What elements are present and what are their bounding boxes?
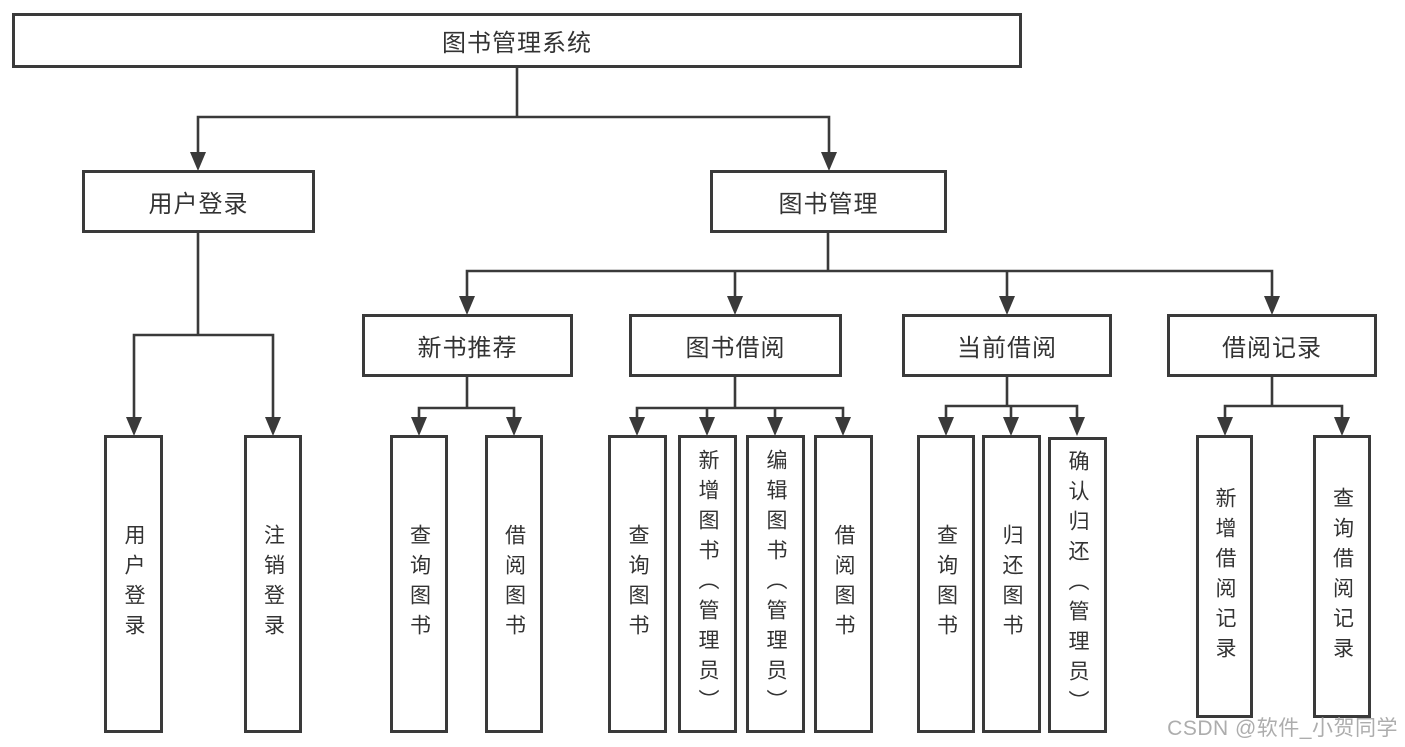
leaf-records-add-record: 新增借阅记录: [1196, 435, 1253, 718]
leaf-logout: 注销登录: [244, 435, 302, 733]
leaf-current-return-books-label: 归还图书: [1000, 524, 1023, 644]
leaf-borrowing-borrow-books: 借阅图书: [814, 435, 873, 733]
leaf-borrowing-query-books: 查询图书: [608, 435, 667, 733]
leaf-current-confirm-return-admin: 确认归还（管理员）: [1048, 437, 1107, 733]
leaf-current-query-books-label: 查询图书: [934, 524, 958, 644]
leaf-current-return-books: 归还图书: [982, 435, 1041, 733]
leaf-user-login: 用户登录: [104, 435, 163, 733]
leaf-borrowing-borrow-books-label: 借阅图书: [832, 524, 855, 644]
node-borrow-records: 借阅记录: [1167, 314, 1377, 377]
leaf-newbooks-query-books: 查询图书: [390, 435, 448, 733]
leaf-records-query-record: 查询借阅记录: [1313, 435, 1371, 718]
leaf-current-query-books: 查询图书: [917, 435, 975, 733]
leaf-borrowing-edit-book-admin-label: 编辑图书（管理员）: [764, 449, 787, 719]
node-new-books: 新书推荐: [362, 314, 573, 377]
csdn-watermark: CSDN @软件_小贺同学: [1167, 717, 1398, 740]
node-root: 图书管理系统: [12, 13, 1022, 68]
leaf-newbooks-borrow-books-label: 借阅图书: [502, 524, 526, 644]
leaf-borrowing-add-book-admin-label: 新增图书（管理员）: [696, 449, 719, 719]
node-book-management: 图书管理: [710, 170, 947, 233]
leaf-logout-label: 注销登录: [261, 524, 285, 644]
node-user-login: 用户登录: [82, 170, 315, 233]
leaf-borrowing-add-book-admin: 新增图书（管理员）: [678, 435, 737, 733]
leaf-records-query-record-label: 查询借阅记录: [1330, 486, 1354, 667]
node-current-borrowing: 当前借阅: [902, 314, 1112, 377]
leaf-records-add-record-label: 新增借阅记录: [1213, 486, 1236, 667]
arrow-down-icons: [126, 152, 1350, 436]
leaf-newbooks-borrow-books: 借阅图书: [485, 435, 543, 733]
leaf-borrowing-edit-book-admin: 编辑图书（管理员）: [746, 435, 805, 733]
leaf-borrowing-query-books-label: 查询图书: [626, 524, 649, 644]
leaf-current-confirm-return-admin-label: 确认归还（管理员）: [1066, 450, 1089, 720]
leaf-user-login-label: 用户登录: [122, 524, 145, 644]
node-book-borrowing: 图书借阅: [629, 314, 842, 377]
leaf-newbooks-query-books-label: 查询图书: [407, 524, 431, 644]
